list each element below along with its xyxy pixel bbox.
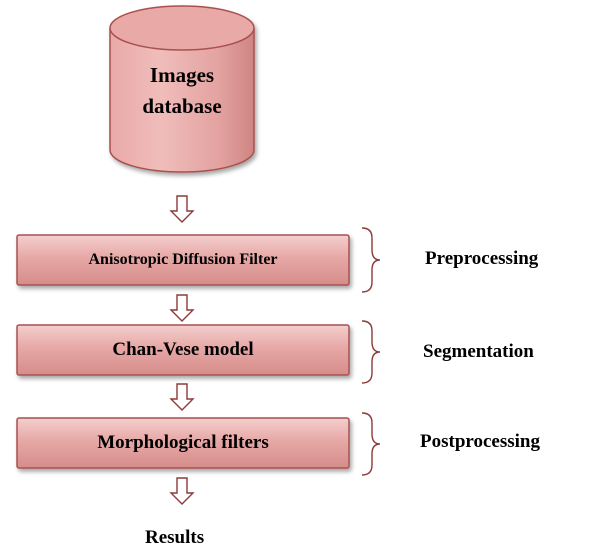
- brace-preprocessing-icon: [361, 227, 381, 293]
- database-cylinder: [109, 5, 255, 173]
- step-label-morphological: Morphological filters: [97, 432, 269, 453]
- stage-label-postprocessing: Postprocessing: [420, 431, 540, 452]
- down-arrow-icon: [169, 477, 195, 505]
- step-label-anisotropic: Anisotropic Diffusion Filter: [88, 251, 278, 268]
- down-arrow-icon: [169, 383, 195, 411]
- step-box-anisotropic: [16, 234, 350, 286]
- brace-segmentation-icon: [361, 320, 381, 384]
- results-label: Results: [145, 527, 205, 548]
- down-arrow-icon: [169, 195, 195, 223]
- brace-postprocessing-icon: [361, 412, 381, 476]
- step-label-chan-vese: Chan-Vese model: [112, 339, 254, 360]
- stage-label-preprocessing: Preprocessing: [425, 248, 539, 269]
- down-arrow-icon: [169, 294, 195, 322]
- step-box-chan-vese: [16, 324, 350, 376]
- stage-label-segmentation: Segmentation: [423, 341, 534, 362]
- step-box-morphological: [16, 417, 350, 469]
- database-label-line2: database: [142, 94, 222, 118]
- database-label: Images database: [112, 60, 252, 122]
- database-label-line1: Images: [149, 63, 215, 87]
